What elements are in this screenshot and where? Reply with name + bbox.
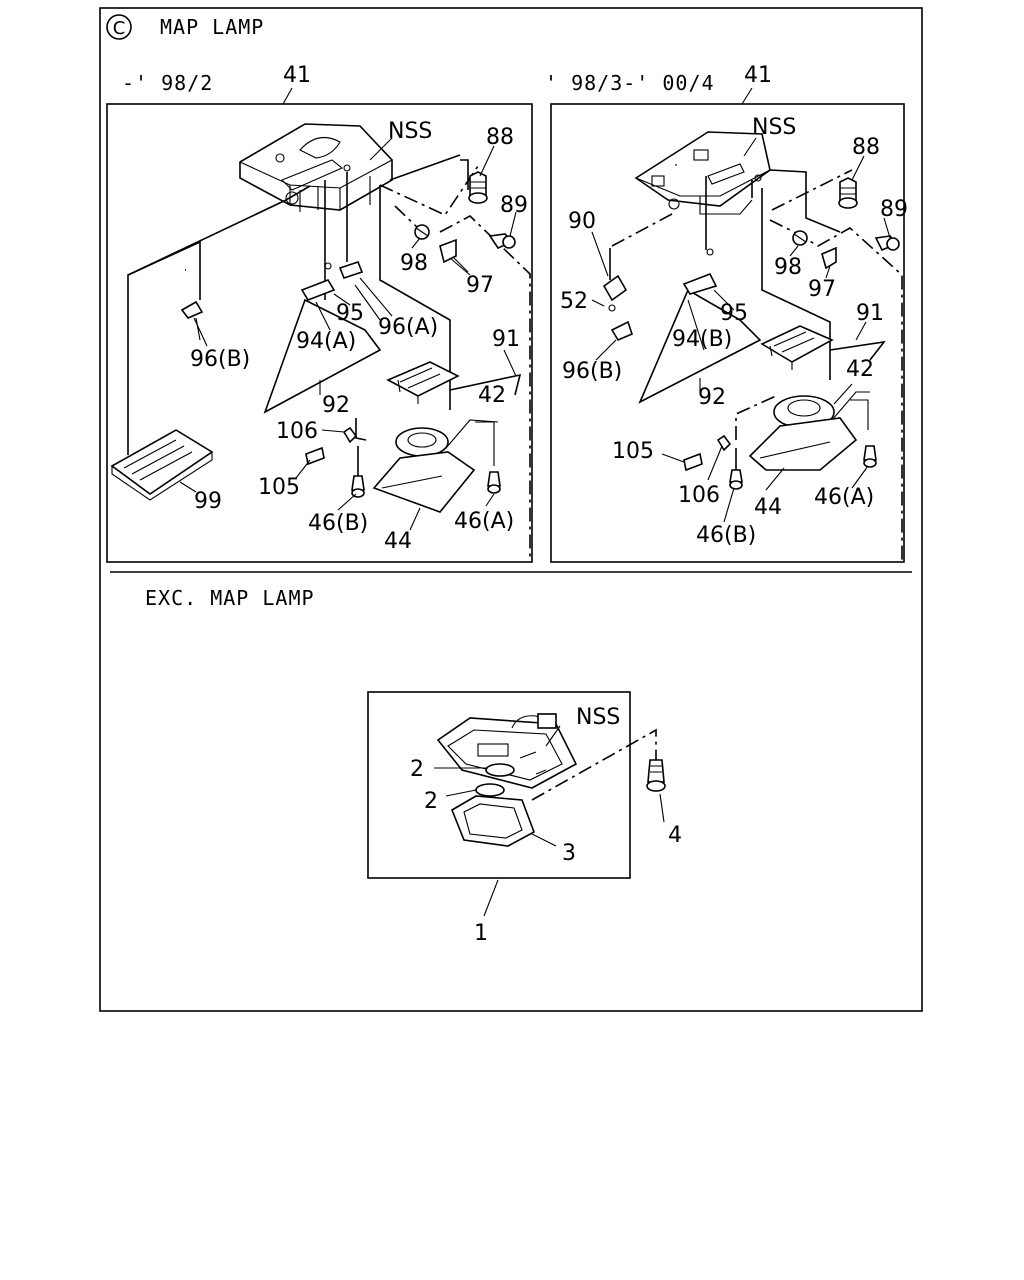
dome-lamp-assembly [367, 691, 666, 917]
callout-94a-left: 94(A) [296, 329, 356, 354]
screw-4 [646, 759, 666, 792]
map-lamp-housing-left [239, 123, 393, 212]
callout-41-left: 41 [283, 63, 311, 88]
assembly-41-box-left [106, 103, 533, 563]
clip-98-left [414, 224, 430, 240]
callout-3: 3 [562, 841, 576, 866]
callout-95-left: 95 [336, 301, 364, 326]
map-lamp-housing-right [634, 131, 771, 215]
callout-92-left: 92 [322, 393, 350, 418]
callout-95-right: 95 [720, 301, 748, 326]
callout-99-left: 99 [194, 489, 222, 514]
callouts-left: 41 NSS 88 89 98 97 95 96(A) 94(A) 96(B) … [190, 63, 528, 554]
callout-46b-left: 46(B) [308, 511, 368, 536]
plate-91-right [760, 325, 834, 363]
bulb-2-upper [485, 763, 515, 777]
range-label-right: ' 98/3-' 00/4 [545, 71, 715, 95]
screw-88-left [468, 171, 488, 204]
assembly-41-box-right [550, 103, 905, 563]
callout-2-lower: 2 [424, 789, 438, 814]
sticker-96b-right [610, 320, 633, 342]
lamp-99-left [110, 429, 214, 501]
callout-96b-right: 96(B) [562, 359, 622, 384]
callout-41-right: 41 [744, 63, 772, 88]
callouts-bottom: NSS 2 2 4 3 1 [410, 705, 682, 946]
screw-46b-right [729, 448, 743, 490]
callout-98-left: 98 [400, 251, 428, 276]
outer-frame [99, 7, 923, 1012]
callout-46b-right: 46(B) [696, 523, 756, 548]
clip-97-right [821, 246, 837, 270]
sticker-96a-left [338, 261, 364, 279]
cover-44-left [372, 451, 476, 513]
cover-44-right [748, 417, 858, 471]
page-title: MAP LAMP [160, 15, 264, 39]
clip-106-right [716, 434, 732, 452]
screw-88-right [838, 177, 858, 209]
panel-left: -' 98/2 [106, 71, 533, 563]
callout-106-right: 106 [678, 483, 720, 508]
screw-89-right [874, 235, 900, 252]
header: C MAP LAMP [106, 14, 264, 40]
callout-98-right: 98 [774, 255, 802, 280]
callout-46a-left: 46(A) [454, 509, 514, 534]
screw-46a-left [487, 471, 501, 494]
panel-right: ' 98/3-' 00/4 [545, 71, 905, 563]
lens-94b-right [682, 272, 718, 295]
callout-105-right: 105 [612, 439, 654, 464]
lens-94a-left [300, 279, 336, 301]
callout-89-right: 89 [880, 197, 908, 222]
switch-90-right [602, 274, 628, 302]
callout-91-left: 91 [492, 327, 520, 352]
callouts-right: 41 NSS 88 89 90 98 97 52 95 91 94(B) 96(… [560, 63, 908, 548]
callout-105-left: 105 [258, 475, 300, 500]
callout-97-right: 97 [808, 277, 836, 302]
callout-42-left: 42 [478, 383, 506, 408]
callout-89-left: 89 [500, 193, 528, 218]
screw-46a-right [863, 445, 877, 468]
callout-91-right: 91 [856, 301, 884, 326]
bulb-2-lower [475, 783, 505, 797]
callout-42-right: 42 [846, 357, 874, 382]
clip-97-left [439, 238, 457, 264]
callout-44-left: 44 [384, 529, 412, 554]
callout-52-right: 52 [560, 289, 588, 314]
lens-42-left [395, 427, 449, 457]
section-symbol-text: C [113, 18, 126, 39]
plate-91-left [386, 361, 460, 397]
callout-97-left: 97 [466, 273, 494, 298]
callout-96b-left: 96(B) [190, 347, 250, 372]
screw-46b-left [351, 446, 365, 498]
callout-88-right: 88 [852, 135, 880, 160]
callout-94b-right: 94(B) [672, 327, 732, 352]
callout-92-right: 92 [698, 385, 726, 410]
callout-106-left: 106 [276, 419, 318, 444]
callout-96a-left: 96(A) [378, 315, 438, 340]
callout-44-right: 44 [754, 495, 782, 520]
screw-105-left [305, 446, 325, 466]
assembly-1-box [367, 691, 631, 879]
callout-nss-right: NSS [752, 115, 796, 140]
callout-nss-left: NSS [388, 119, 432, 144]
section-exc-title: EXC. MAP LAMP [145, 586, 315, 610]
callout-nss-bottom: NSS [576, 705, 620, 730]
section-c-symbol [106, 14, 132, 40]
callout-2-upper: 2 [410, 757, 424, 782]
callout-88-left: 88 [486, 125, 514, 150]
callout-90-right: 90 [568, 209, 596, 234]
callout-4: 4 [668, 823, 682, 848]
lens-3 [451, 795, 535, 847]
range-label-left: -' 98/2 [122, 71, 213, 95]
callout-1: 1 [474, 921, 488, 946]
clip-98-right [792, 230, 808, 246]
sticker-96b-left [180, 300, 204, 319]
screw-89-left [488, 233, 516, 249]
clip-106-left [342, 426, 358, 444]
callout-46a-right: 46(A) [814, 485, 874, 510]
screw-105-right [683, 452, 703, 472]
